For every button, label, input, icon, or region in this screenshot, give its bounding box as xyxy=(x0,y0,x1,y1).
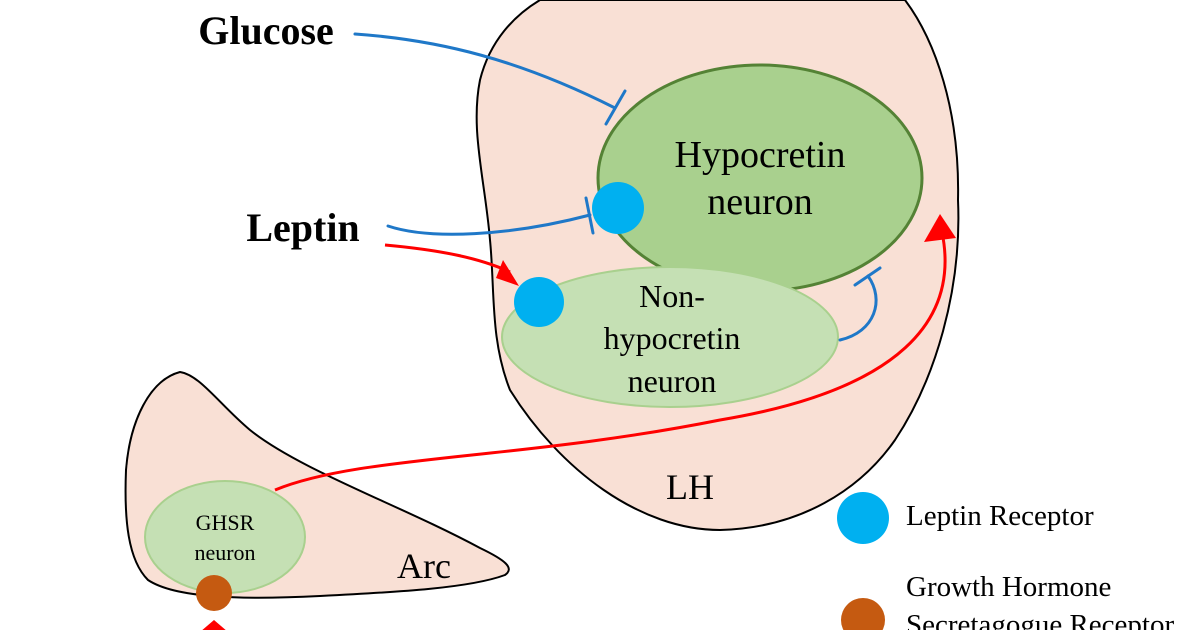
lh-label: LH xyxy=(666,467,714,507)
legend-leptin-receptor-swatch xyxy=(837,492,889,544)
ghsr-input-arrow xyxy=(202,620,226,630)
ghsr-neuron xyxy=(144,480,306,594)
ghsr-neuron-label-line2: neuron xyxy=(194,540,255,565)
hypocretin-neuron xyxy=(596,63,924,293)
non-hypocretin-neuron-label-line2: hypocretin xyxy=(604,320,741,356)
leptin-receptor-hypocretin xyxy=(592,182,644,234)
glucose-label: Glucose xyxy=(198,8,334,53)
arc-label: Arc xyxy=(397,546,451,586)
legend-ghs-receptor-swatch xyxy=(841,598,885,630)
legend-ghs-receptor-label-line1: Growth Hormone xyxy=(906,571,1111,603)
non-hypocretin-inhibition xyxy=(838,266,882,342)
legend-leptin-receptor-label: Leptin Receptor xyxy=(906,500,1094,532)
ghsr-excitation xyxy=(274,214,956,492)
hypocretin-neuron-label-line2: neuron xyxy=(707,181,813,223)
ghs-receptor-ghsr xyxy=(196,575,232,611)
leptin-excitation xyxy=(384,243,519,286)
leptin-receptor-non-hypocretin xyxy=(514,277,564,327)
leptin-inhibition xyxy=(386,196,595,236)
hypocretin-neuron-label-line1: Hypocretin xyxy=(675,134,846,176)
glucose-inhibition xyxy=(353,32,627,126)
non-hypocretin-neuron-label-line3: neuron xyxy=(628,363,717,399)
leptin-label: Leptin xyxy=(246,205,359,250)
legend: Leptin Receptor Growth Hormone Secretago… xyxy=(837,492,1174,630)
ghsr-neuron-label-line1: GHSR xyxy=(196,510,255,535)
non-hypocretin-neuron-label-line1: Non- xyxy=(639,278,705,314)
legend-ghs-receptor-label-line2: Secretagogue Receptor xyxy=(906,609,1174,630)
non-hypocretin-neuron xyxy=(501,266,839,408)
